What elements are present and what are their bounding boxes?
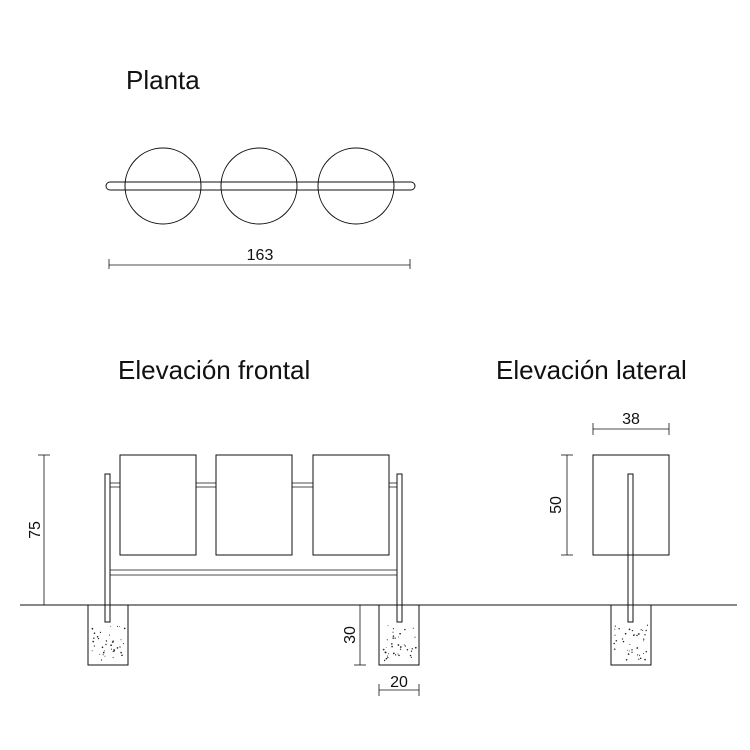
dimension-seat-height: 75	[27, 454, 50, 606]
dimension-label-footing-width: 20	[390, 674, 408, 691]
dimension-label-footing-depth: 30	[342, 626, 359, 644]
front-post-right-embed	[396, 604, 403, 623]
front-seat-panel-2	[215, 454, 293, 556]
front-post-left	[104, 473, 111, 623]
dimension-label-panel-width: 38	[622, 411, 640, 428]
front-seat-panel-3	[312, 454, 390, 556]
dimension-panel-height: 50	[548, 454, 573, 556]
side-title: Elevación lateral	[496, 355, 687, 385]
plan-view	[105, 147, 416, 225]
front-view	[87, 454, 420, 666]
footing-texture-right	[382, 624, 417, 662]
footing-texture-left	[91, 625, 126, 661]
footing-texture-side	[613, 624, 649, 661]
plan-seat-1	[124, 147, 202, 225]
plan-seat-3	[317, 147, 395, 225]
dimension-footing-depth: 30	[342, 604, 366, 666]
plan-bar-end-left	[105, 181, 111, 191]
front-seat-panel-1	[119, 454, 197, 556]
dimension-panel-width: 38	[592, 411, 670, 435]
front-post-left-embed	[104, 604, 111, 623]
side-post-embed	[627, 604, 634, 623]
plan-bar-end-right	[410, 181, 416, 191]
plan-seat-2	[220, 147, 298, 225]
side-seat-panel	[592, 454, 670, 556]
front-title: Elevación frontal	[118, 355, 310, 385]
front-post-right	[396, 473, 403, 623]
dimension-label-seat-height: 75	[27, 521, 44, 539]
dimension-total-length: 163	[108, 247, 411, 269]
dimension-label-panel-height: 50	[548, 496, 565, 514]
dimension-footing-width: 20	[378, 674, 420, 696]
dimension-label-total-length: 163	[247, 247, 274, 264]
side-view	[592, 454, 670, 666]
plan-title: Planta	[126, 65, 200, 95]
